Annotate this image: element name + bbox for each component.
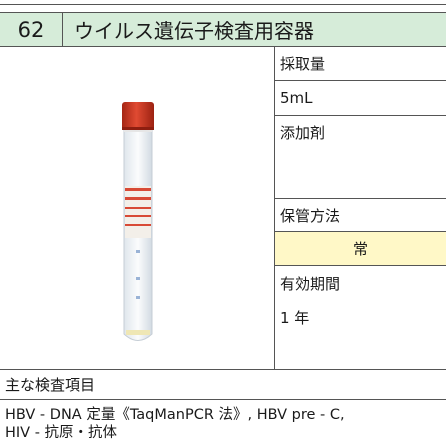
storage-label: 保管方法 (275, 199, 446, 232)
tests-list: HBV - DNA 定量《TaqManPCR 法》, HBV pre - C, … (5, 406, 441, 442)
item-title: ウイルス遺伝子検査用容器 (74, 19, 314, 43)
tests-label: 主な検査項目 (0, 369, 446, 400)
additive-value (275, 149, 446, 199)
tests-line-1: HBV - DNA 定量《TaqManPCR 法》, HBV pre - C, (5, 407, 345, 423)
additive-label: 添加剤 (275, 116, 446, 149)
expiry-value: 1 年 (280, 309, 310, 327)
volume-value: 5mL (275, 81, 446, 116)
item-number: 62 (0, 13, 63, 46)
volume-label: 採取量 (275, 47, 446, 81)
tests-line-2: HIV - 抗原・抗体 (5, 425, 118, 441)
storage-value: 常 (275, 232, 446, 266)
header-bar: 62 ウイルス遺伝子検査用容器 (0, 12, 446, 47)
image-cell (0, 47, 275, 369)
blood-collection-tube-image (122, 102, 154, 341)
top-rule (0, 4, 446, 5)
expiry-label: 有効期間 (275, 266, 446, 300)
